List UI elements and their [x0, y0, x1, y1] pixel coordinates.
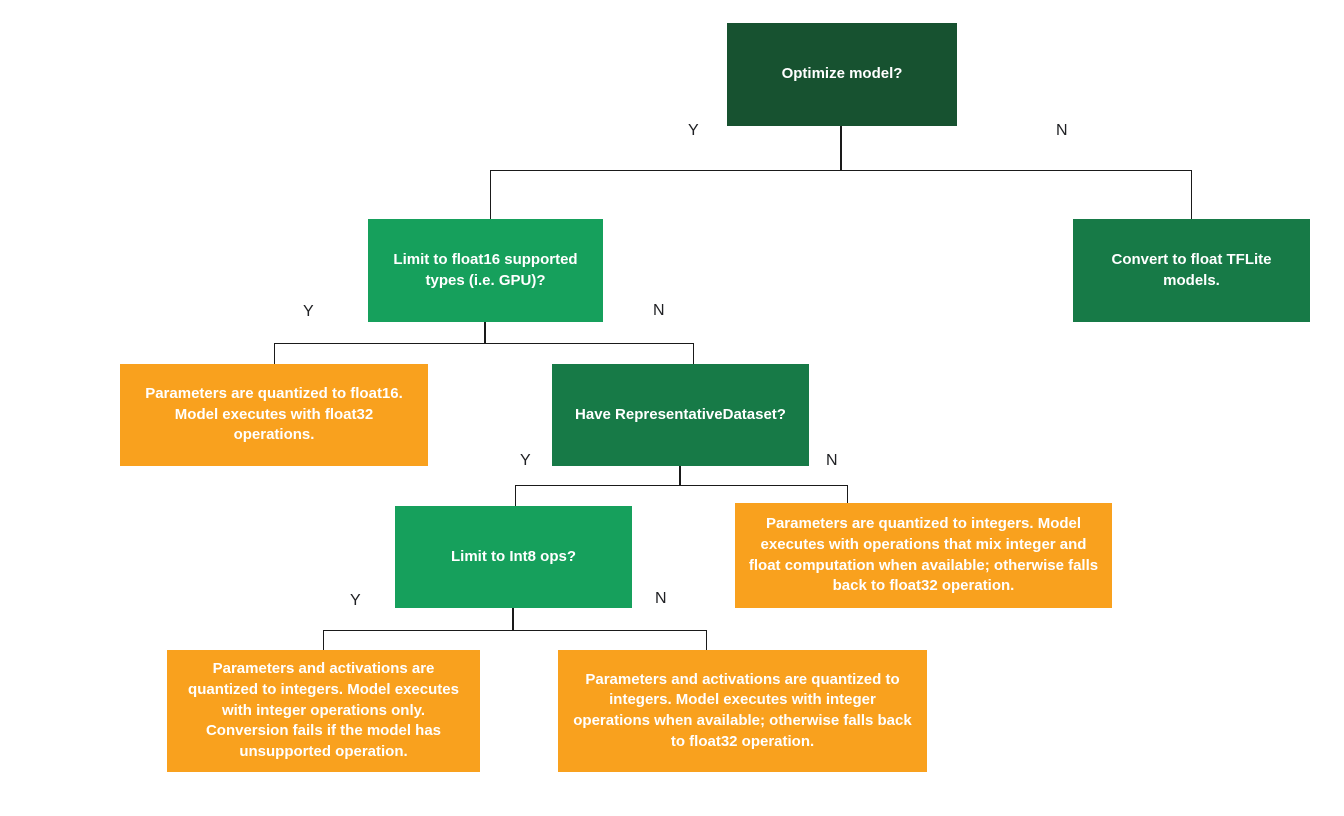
node-convert-float-tflite: Convert to float TFLite models. [1073, 219, 1310, 322]
connector-limit-int8-yes-drop [323, 630, 324, 650]
connector-optimize-crossbar [490, 170, 1192, 171]
node-limit-int8-ops: Limit to Int8 ops? [395, 506, 632, 608]
edge-label-limit-int8-yes: Y [350, 592, 361, 609]
connector-have-dataset-no-drop [847, 485, 848, 503]
node-optimize-model: Optimize model? [727, 23, 957, 126]
node-quantized-integers-only: Parameters and activations are quantized… [167, 650, 480, 772]
edge-label-have-dataset-yes: Y [520, 452, 531, 469]
connector-optimize-yes-drop [490, 170, 491, 219]
connector-limit-int8-no-drop [706, 630, 707, 650]
edge-label-have-dataset-no: N [826, 452, 838, 469]
connector-limit-float16-yes-drop [274, 343, 275, 364]
connector-have-dataset-stem [679, 466, 681, 485]
node-quantized-integers-fallback: Parameters and activations are quantized… [558, 650, 927, 772]
edge-label-limit-float16-yes: Y [303, 303, 314, 320]
node-limit-float16: Limit to float16 supported types (i.e. G… [368, 219, 603, 322]
connector-optimize-no-drop [1191, 170, 1192, 219]
edge-label-optimize-no: N [1056, 122, 1068, 139]
connector-limit-float16-crossbar [274, 343, 694, 344]
edge-label-limit-int8-no: N [655, 590, 667, 607]
connector-limit-int8-crossbar [323, 630, 707, 631]
node-quantized-float16: Parameters are quantized to float16. Mod… [120, 364, 428, 466]
connector-limit-float16-no-drop [693, 343, 694, 364]
connector-have-dataset-crossbar [515, 485, 848, 486]
edge-label-limit-float16-no: N [653, 302, 665, 319]
connector-limit-float16-stem [484, 322, 486, 343]
connector-optimize-stem [840, 126, 842, 170]
connector-have-dataset-yes-drop [515, 485, 516, 506]
edge-label-optimize-yes: Y [688, 122, 699, 139]
node-have-representative-dataset: Have RepresentativeDataset? [552, 364, 809, 466]
connector-limit-int8-stem [512, 608, 514, 630]
node-quantized-integers-mixed: Parameters are quantized to integers. Mo… [735, 503, 1112, 608]
